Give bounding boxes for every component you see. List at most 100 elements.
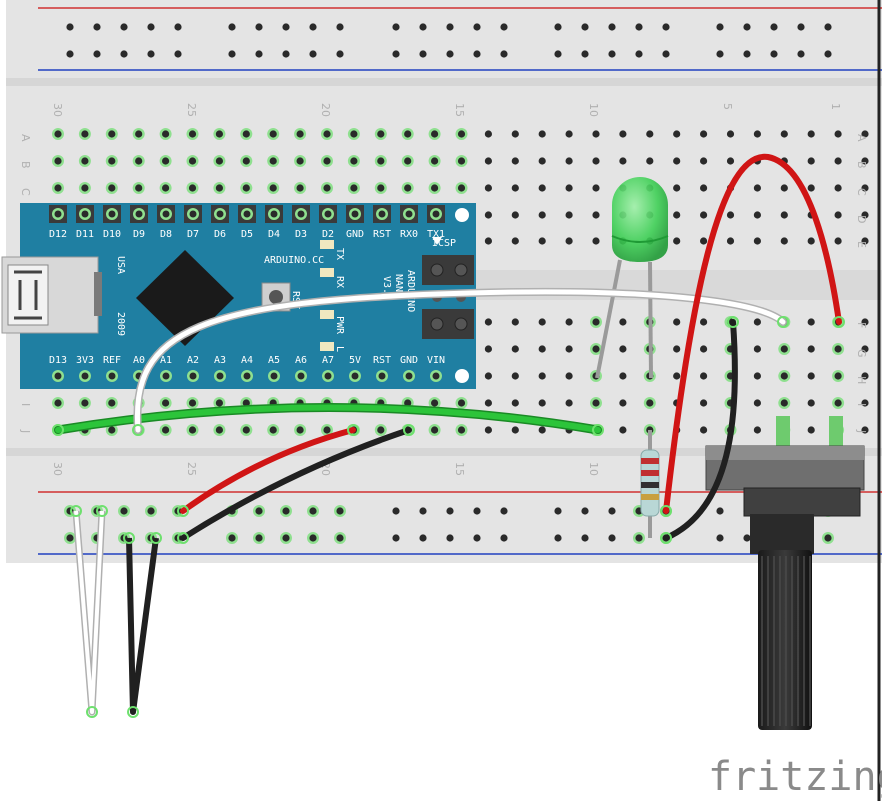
wire-endpoint[interactable] (132, 424, 144, 436)
breadboard-hole (700, 211, 708, 219)
pin-label-top: D4 (268, 229, 280, 240)
breadboard-hole (807, 157, 815, 165)
breadboard-hole (824, 534, 832, 542)
breadboard-hole (54, 157, 62, 165)
pin-hole (189, 210, 197, 218)
usb-socket (7, 264, 49, 326)
black-wire-pot[interactable] (663, 319, 738, 541)
black-jumper[interactable] (126, 537, 159, 715)
wire-endpoint[interactable] (403, 424, 415, 436)
breadboard-hole (484, 157, 492, 165)
pin-label-bottom: D13 (49, 355, 67, 366)
wire-endpoint[interactable] (777, 316, 789, 328)
model-line-1: ARDUINO (405, 270, 416, 312)
led-label-rx: RX (334, 276, 345, 288)
arduino-logo-text: ARDUINO.CC (264, 255, 324, 266)
pin-hole (324, 372, 332, 380)
pot-pin (776, 416, 790, 448)
wire-endpoint[interactable] (660, 505, 672, 517)
breadboard-hole (743, 534, 751, 542)
wire-endpoint[interactable] (177, 505, 189, 517)
breadboard-hole (834, 130, 842, 138)
breadboard-hole (484, 399, 492, 407)
breadboard-hole (511, 157, 519, 165)
pin-label-top: D12 (49, 229, 67, 240)
wire-endpoint[interactable] (86, 706, 98, 718)
breadboard-hole (162, 426, 170, 434)
breadboard-hole (511, 426, 519, 434)
breadboard-hole (484, 426, 492, 434)
pin-label-bottom: RST (373, 355, 391, 366)
wire-endpoint[interactable] (127, 706, 139, 718)
breadboard-hole (673, 345, 681, 353)
breadboard-hole (120, 50, 128, 58)
breadboard-hole (861, 318, 869, 326)
breadboard-hole (66, 534, 74, 542)
breadboard-hole (608, 50, 616, 58)
mounting-hole (455, 369, 469, 383)
breadboard-hole (780, 130, 788, 138)
wire-endpoint[interactable] (592, 424, 604, 436)
pot-knurling (761, 556, 811, 726)
white-jumper[interactable] (74, 510, 104, 714)
breadboard-hole (861, 345, 869, 353)
breadboard-hole (162, 157, 170, 165)
breadboard-hole (431, 184, 439, 192)
pin-label-bottom: A1 (160, 355, 172, 366)
pin-label-bottom: A3 (214, 355, 226, 366)
breadboard-hole (565, 237, 573, 245)
row-letter: B (19, 161, 32, 169)
breadboard-hole (377, 157, 385, 165)
breadboard-hole (81, 399, 89, 407)
wire-endpoint[interactable] (150, 532, 162, 544)
wire-endpoint[interactable] (96, 505, 108, 517)
reset-button-cap[interactable] (269, 290, 283, 304)
wire-endpoint[interactable] (727, 316, 739, 328)
resistor (640, 430, 660, 538)
breadboard-hole (834, 184, 842, 192)
breadboard-hole (753, 184, 762, 192)
column-number: 25 (185, 103, 198, 117)
icsp-pin (454, 317, 468, 331)
breadboard-hole (282, 534, 290, 542)
red-wire-pot[interactable] (663, 153, 842, 514)
breadboard-hole (215, 157, 223, 165)
breadboard-hole (511, 318, 519, 326)
wire-endpoint[interactable] (347, 424, 359, 436)
breadboard-hole (162, 399, 170, 407)
resistor-band (641, 482, 659, 488)
reset-label: RST (290, 291, 301, 309)
pin-label-top: RST (373, 229, 391, 240)
wire-endpoint[interactable] (52, 424, 64, 436)
breadboard-hole (511, 237, 519, 245)
pin-label-bottom: 3V3 (76, 355, 94, 366)
wire-endpoint[interactable] (177, 532, 189, 544)
breadboard-hole (255, 507, 263, 515)
breadboard-hole (242, 130, 250, 138)
pin-hole (108, 210, 116, 218)
column-number: 20 (319, 103, 332, 117)
wire-endpoint[interactable] (70, 505, 82, 517)
breadboard-hole (700, 318, 708, 326)
rail-separator-bottom (6, 448, 882, 456)
pin-hole (270, 210, 278, 218)
breadboard-hole (309, 534, 317, 542)
breadboard-hole (511, 372, 519, 380)
white-wire[interactable] (134, 289, 786, 433)
wire-endpoint[interactable] (123, 532, 135, 544)
breadboard-hole (538, 130, 546, 138)
breadboard-hole (592, 211, 600, 219)
breadboard-hole (538, 184, 546, 192)
breadboard-hole (228, 23, 236, 31)
breadboard-hole (392, 23, 400, 31)
red-wire-rail[interactable] (180, 427, 356, 514)
model-line-3: V3.0 (381, 276, 392, 300)
wire-endpoint[interactable] (833, 316, 845, 328)
black-wire-rail[interactable] (180, 427, 412, 541)
wire-endpoint[interactable] (660, 532, 672, 544)
breadboard-hole (350, 157, 358, 165)
breadboard-hole (457, 426, 466, 434)
breadboard-hole (404, 184, 412, 192)
breadboard-hole (392, 507, 400, 515)
